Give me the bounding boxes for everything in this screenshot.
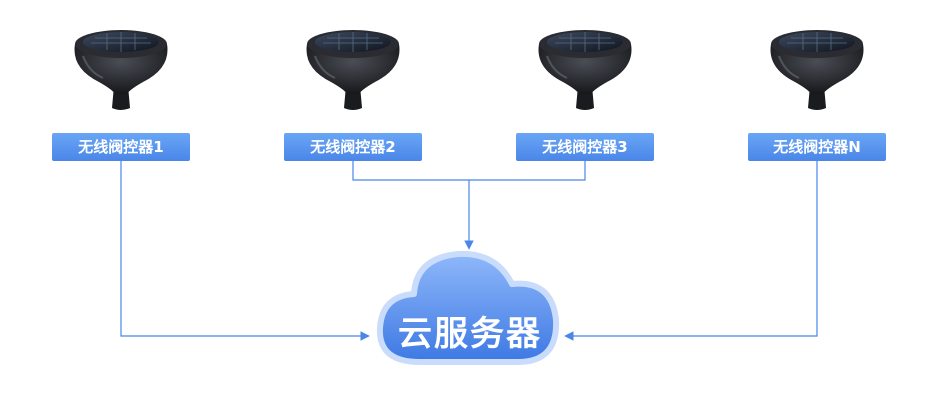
lamp-icon-1 — [73, 29, 169, 111]
cloud-server-label: 云服务器 — [398, 314, 542, 354]
lamp-icon-n — [769, 29, 865, 111]
controller-label-2: 无线阀控器2 — [284, 133, 422, 161]
connector-1 — [120, 161, 370, 341]
controller-label-1: 无线阀控器1 — [52, 133, 190, 161]
lamp-icon-3 — [537, 29, 633, 111]
cloud-icon — [376, 250, 560, 365]
lamp-icon-2 — [305, 29, 401, 111]
controller-label-3: 无线阀控器3 — [516, 133, 654, 161]
connector-n — [564, 161, 818, 341]
controller-label-n: 无线阀控器N — [748, 133, 886, 161]
connector-2-3 — [352, 161, 586, 181]
